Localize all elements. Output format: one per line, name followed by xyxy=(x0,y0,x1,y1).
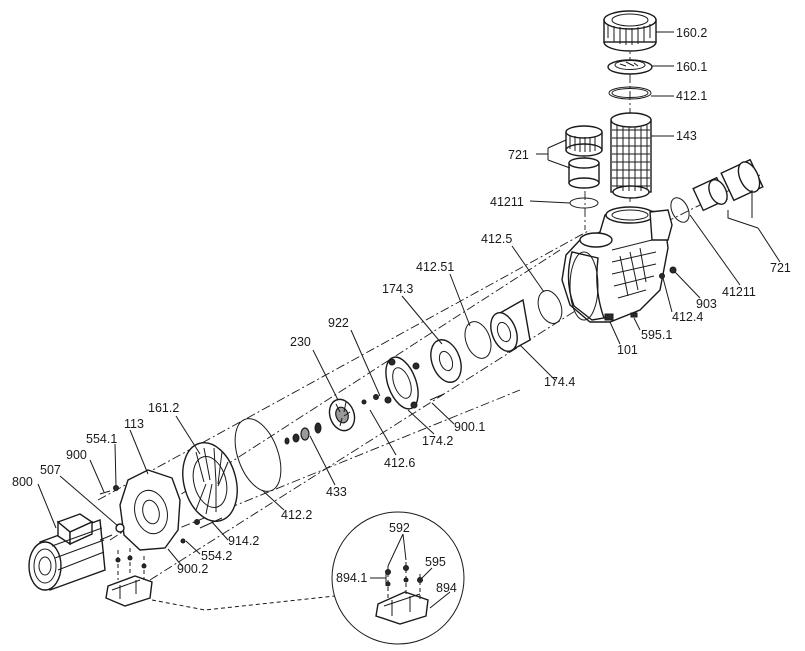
cover-161-2 xyxy=(182,442,238,529)
label-900: 900 xyxy=(66,448,87,462)
callout-labels: 160.2 160.1 412.1 143 721 41211 412.5 41… xyxy=(12,26,791,595)
label-160-1: 160.1 xyxy=(676,60,707,74)
label-41211-top: 41211 xyxy=(490,195,524,209)
label-160-2: 160.2 xyxy=(676,26,707,40)
detail-magnifier xyxy=(151,511,465,645)
leader-lines xyxy=(37,31,781,609)
oring-412-1 xyxy=(608,86,652,100)
foot-bracket xyxy=(105,548,153,607)
label-554-1: 554.1 xyxy=(86,432,117,446)
plate-174-3 xyxy=(430,339,462,383)
label-174-4: 174.4 xyxy=(544,375,575,389)
label-161-2: 161.2 xyxy=(148,401,179,415)
label-412-4: 412.4 xyxy=(672,310,703,324)
label-592: 592 xyxy=(389,521,410,535)
strainer-basket-143 xyxy=(610,112,652,199)
oring-412-5 xyxy=(537,290,563,324)
label-922: 922 xyxy=(328,316,349,330)
seal-plate-174-2 xyxy=(361,356,445,410)
label-914-2: 914.2 xyxy=(228,534,259,548)
union-tail-top xyxy=(568,157,600,189)
label-721-right: 721 xyxy=(770,261,791,275)
label-900-2: 900.2 xyxy=(177,562,208,576)
union-nut-721-top xyxy=(565,125,603,157)
label-903: 903 xyxy=(696,297,717,311)
label-230: 230 xyxy=(290,335,311,349)
label-554-2: 554.2 xyxy=(201,549,232,563)
label-721-top: 721 xyxy=(508,148,529,162)
label-113: 113 xyxy=(124,417,144,431)
motor-bracket-113 xyxy=(99,469,186,551)
lid-ring-160-2 xyxy=(603,10,657,52)
label-894-1: 894.1 xyxy=(336,571,367,585)
label-595: 595 xyxy=(425,555,446,569)
oring-412-2 xyxy=(234,418,282,492)
label-412-5: 412.5 xyxy=(481,232,512,246)
oring-41211-top xyxy=(569,197,599,209)
label-101: 101 xyxy=(617,343,638,357)
motor-800 xyxy=(28,513,113,591)
label-800: 800 xyxy=(12,475,33,489)
label-412-1: 412.1 xyxy=(676,89,707,103)
label-412-2: 412.2 xyxy=(281,508,312,522)
oring-412-51 xyxy=(464,321,492,359)
label-412-51: 412.51 xyxy=(416,260,454,274)
label-174-3: 174.3 xyxy=(382,282,413,296)
diffuser-174-4 xyxy=(490,298,531,354)
label-433: 433 xyxy=(326,485,347,499)
label-507: 507 xyxy=(40,463,61,477)
label-595-1: 595.1 xyxy=(641,328,672,342)
label-174-2: 174.2 xyxy=(422,434,453,448)
label-412-6: 412.6 xyxy=(384,456,415,470)
label-41211-right: 41211 xyxy=(722,285,756,299)
label-894: 894 xyxy=(436,581,457,595)
label-143: 143 xyxy=(676,129,697,143)
pump-housing-101 xyxy=(561,206,673,323)
shaft-hardware-433 xyxy=(284,422,322,445)
impeller-230 xyxy=(328,398,356,432)
label-900-1: 900.1 xyxy=(454,420,485,434)
lid-160-1 xyxy=(607,59,653,75)
